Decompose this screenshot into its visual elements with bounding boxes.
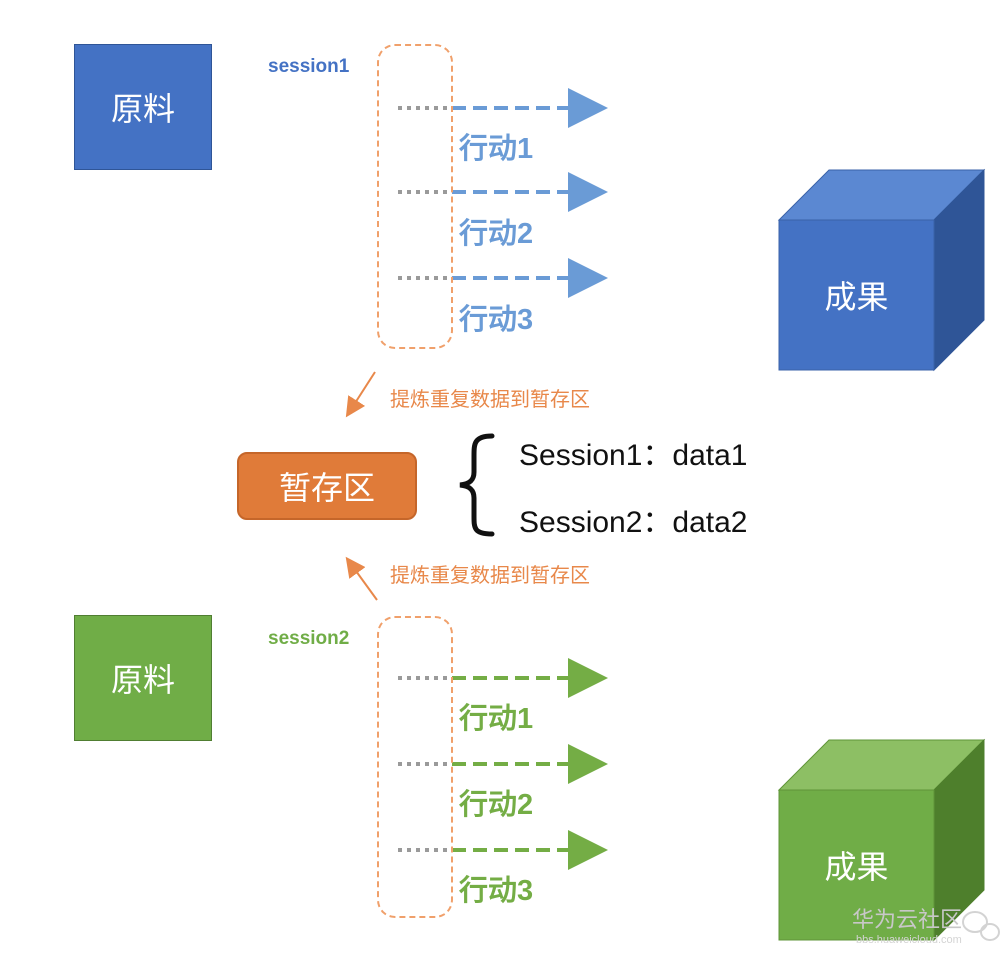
flow2-action-label-2: 行动2	[459, 789, 534, 821]
extract-arrow-up	[345, 556, 378, 601]
flow1-action-label-2: 行动2	[459, 218, 534, 250]
flow1-action-label-1: 行动1	[459, 133, 534, 165]
result-label-1: 成果	[779, 220, 934, 370]
session2-label: session2	[268, 628, 350, 649]
result-label-text: 成果	[824, 848, 889, 886]
result-label-text: 成果	[824, 278, 889, 316]
watermark-chat-icon	[962, 911, 1000, 941]
raw-material-box-2: 原料	[74, 615, 212, 741]
curly-brace-icon	[459, 433, 495, 537]
flow2-action-label-1: 行动1	[459, 703, 534, 735]
extract-arrow-down	[345, 371, 376, 418]
staging-area-label: 暂存区	[278, 469, 375, 507]
flow2-arrows	[398, 658, 608, 870]
staging-entry-1: Session1：data1	[519, 439, 748, 472]
flow2-action-label-3: 行动3	[459, 875, 534, 907]
staging-area-box: 暂存区	[237, 452, 417, 520]
result-cube-1	[777, 168, 986, 372]
flow1-arrows	[398, 88, 608, 298]
result-label-2: 成果	[779, 790, 934, 940]
extract-label-top: 提炼重复数据到暂存区	[390, 387, 590, 411]
session1-frame	[377, 44, 453, 349]
flow1-action-label-3: 行动3	[459, 304, 534, 336]
watermark-subtext: bbs.huaweicloud.com	[856, 934, 962, 946]
raw-material-box-1: 原料	[74, 44, 212, 170]
staging-entry-2: Session2：data2	[519, 506, 748, 539]
session1-label: session1	[268, 56, 350, 77]
raw-material-label: 原料	[110, 90, 175, 128]
extract-label-bottom: 提炼重复数据到暂存区	[390, 563, 590, 587]
session2-frame	[377, 616, 453, 918]
result-cube-2	[777, 738, 986, 942]
watermark-text: 华为云社区	[852, 908, 963, 933]
raw-material-label: 原料	[110, 661, 175, 699]
